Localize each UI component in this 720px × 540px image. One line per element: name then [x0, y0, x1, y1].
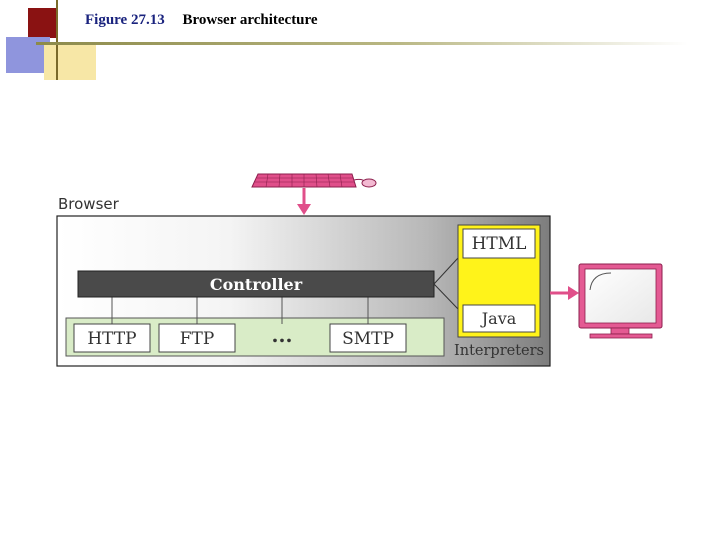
client-label-http: HTTP — [87, 329, 136, 349]
client-label-ftp: FTP — [180, 329, 215, 349]
keyboard-and-mouse-icon — [251, 173, 377, 188]
client-box-smtp: SMTP — [329, 323, 407, 353]
interpreter-label-java: Java — [480, 309, 517, 328]
interpreters-label: Interpreters — [454, 343, 544, 359]
corner-square-yellow — [44, 44, 96, 80]
interpreter-label-html: HTML — [472, 234, 527, 254]
slide-title: Figure 27.13 Browser architecture — [85, 12, 318, 29]
corner-square-dark — [28, 8, 58, 38]
client-label-smtp: SMTP — [342, 329, 394, 349]
monitor-icon — [578, 263, 663, 339]
client-box-ftp: FTP — [158, 323, 236, 353]
output-arrow — [550, 286, 579, 300]
title-underline — [36, 42, 688, 45]
client-ellipsis: ... — [272, 323, 293, 347]
browser-label: Browser — [58, 195, 120, 213]
controller-bar — [77, 270, 435, 298]
figure-number: Figure 27.13 — [85, 12, 165, 28]
input-arrow — [297, 188, 311, 215]
controller-label: Controller — [210, 275, 303, 294]
controller-interpreter-connectors — [433, 257, 459, 310]
interpreter-box-html: HTML — [462, 228, 536, 259]
corner-vertical-line — [56, 0, 58, 80]
figure-caption: Browser architecture — [182, 12, 318, 28]
client-box-http: HTTP — [73, 323, 151, 353]
interpreter-box-java: Java — [462, 304, 536, 333]
controller-client-connectors — [111, 297, 369, 324]
